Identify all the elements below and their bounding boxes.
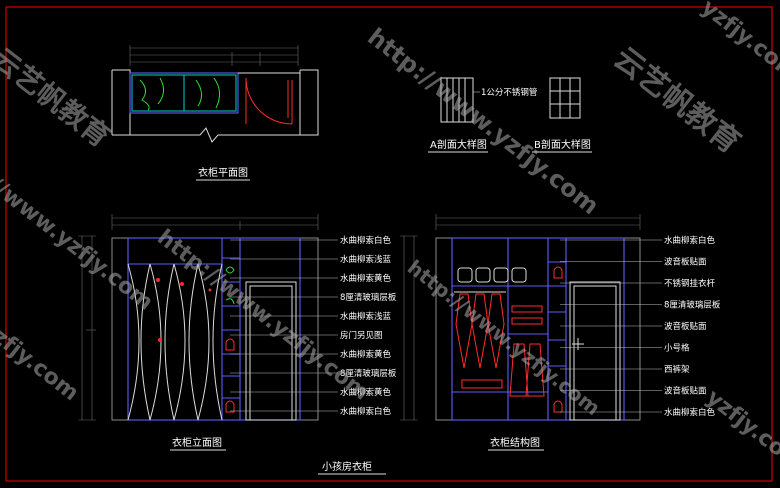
elevation-title: 衣柜立面图 bbox=[172, 436, 222, 449]
watermark-short: yzfjy.com bbox=[0, 315, 83, 406]
watermark-brand: 云艺帆教育 bbox=[607, 41, 747, 161]
elevation-material-label: 水曲柳索黄色 bbox=[340, 273, 392, 284]
sheet-title: 小孩房衣柜 bbox=[322, 460, 372, 473]
elevation-material-label: 水曲柳索黄色 bbox=[340, 349, 392, 360]
structure-material-label: 西裤架 bbox=[664, 364, 690, 375]
section-details: 1公分不锈钢管 A剖面大样图 B剖面大样图 bbox=[428, 77, 592, 153]
structure-material-label: 水曲柳索白色 bbox=[664, 235, 716, 246]
structure-material-label: 8厘清玻璃层板 bbox=[664, 300, 721, 311]
elevation-view: 衣柜立面图 bbox=[78, 214, 319, 451]
section-a-note: 1公分不锈钢管 bbox=[481, 87, 537, 98]
structure-labels: 水曲柳索白色波音板贴面不锈钢挂衣杆8厘清玻璃层板波音板贴面小号格西裤架波音板贴面… bbox=[560, 235, 721, 418]
watermark-url: http://www.yzfjy.com bbox=[403, 255, 605, 420]
watermark-short: yzfjy.com bbox=[701, 385, 780, 476]
section-a-title: A剖面大样图 bbox=[430, 138, 487, 151]
structure-material-label: 波音板贴面 bbox=[664, 386, 707, 397]
sheet-border bbox=[5, 6, 773, 482]
elevation-material-label: 水曲柳索浅蓝 bbox=[340, 254, 392, 265]
elevation-material-label: 8厘清玻璃层板 bbox=[340, 292, 397, 303]
section-b-title: B剖面大样图 bbox=[534, 138, 591, 151]
structure-material-label: 不锈钢挂衣杆 bbox=[664, 278, 716, 289]
plan-title: 衣柜平面图 bbox=[198, 166, 248, 179]
structure-material-label: 水曲柳索白色 bbox=[664, 407, 716, 418]
watermark-short: yzfjy.com bbox=[696, 0, 780, 86]
structure-view: 衣柜结构图 bbox=[400, 214, 641, 451]
watermark-url: http://www.yzfjy.com bbox=[362, 23, 604, 221]
elevation-material-label: 水曲柳索黄色 bbox=[340, 387, 392, 398]
elevation-labels: 水曲柳索白色水曲柳索浅蓝水曲柳索黄色8厘清玻璃层板水曲柳索浅蓝房门另见图水曲柳索… bbox=[230, 235, 397, 417]
structure-title: 衣柜结构图 bbox=[490, 436, 540, 449]
watermark-brand: 云艺帆教育 bbox=[0, 42, 116, 154]
plan-view: 衣柜平面图 bbox=[111, 45, 319, 181]
elevation-material-label: 水曲柳索浅蓝 bbox=[340, 311, 392, 322]
elevation-material-label: 房门另见图 bbox=[340, 330, 383, 341]
elevation-material-label: 8厘清玻璃层板 bbox=[340, 368, 397, 379]
structure-material-label: 波音板贴面 bbox=[664, 321, 707, 332]
structure-material-label: 小号格 bbox=[664, 343, 690, 354]
elevation-material-label: 水曲柳索白色 bbox=[340, 406, 392, 417]
elevation-material-label: 水曲柳索白色 bbox=[340, 235, 392, 246]
structure-material-label: 波音板贴面 bbox=[664, 257, 707, 268]
